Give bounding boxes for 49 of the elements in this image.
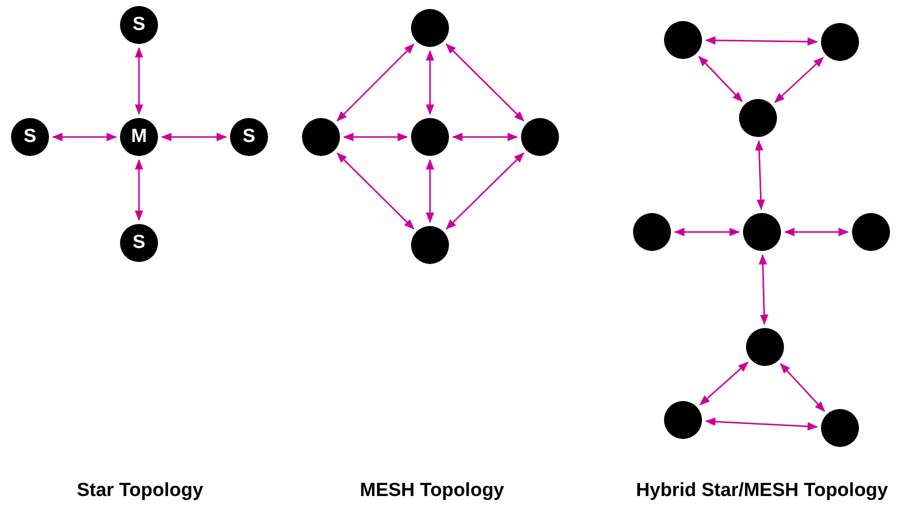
node-label: S bbox=[132, 14, 146, 36]
network-node bbox=[746, 328, 784, 366]
diagram-caption: MESH Topology bbox=[360, 480, 504, 502]
double-arrow bbox=[336, 44, 414, 122]
node-label: S bbox=[242, 126, 256, 148]
network-node bbox=[120, 118, 158, 156]
network-node bbox=[120, 224, 158, 262]
network-node bbox=[411, 226, 449, 264]
double-arrow bbox=[160, 132, 228, 142]
node-label: M bbox=[131, 126, 147, 148]
double-arrow bbox=[758, 254, 768, 326]
double-arrow bbox=[446, 152, 524, 230]
double-arrow bbox=[452, 132, 518, 142]
network-node bbox=[11, 118, 49, 156]
network-node bbox=[230, 118, 268, 156]
network-node bbox=[821, 23, 859, 61]
double-arrow bbox=[446, 43, 524, 122]
diagram-caption: Hybrid Star/MESH Topology bbox=[636, 480, 888, 502]
diagram-caption: Star Topology bbox=[76, 480, 204, 502]
network-node bbox=[852, 213, 890, 251]
network-node bbox=[664, 401, 702, 439]
network-node bbox=[521, 118, 559, 156]
double-arrow bbox=[426, 50, 434, 116]
network-node bbox=[664, 21, 702, 59]
double-arrow bbox=[674, 228, 740, 236]
double-arrow bbox=[426, 158, 434, 224]
network-node bbox=[633, 213, 671, 251]
node-label: S bbox=[132, 232, 146, 254]
double-arrow bbox=[774, 56, 824, 104]
double-arrow bbox=[134, 158, 144, 222]
network-node bbox=[411, 9, 449, 47]
network-node bbox=[743, 213, 781, 251]
node-label: S bbox=[24, 126, 36, 148]
double-arrow bbox=[704, 36, 818, 46]
network-node bbox=[302, 118, 340, 156]
double-arrow bbox=[134, 46, 144, 116]
double-arrow bbox=[784, 228, 850, 236]
network-node bbox=[120, 6, 158, 44]
double-arrow bbox=[704, 417, 818, 431]
double-arrow bbox=[342, 132, 408, 142]
double-arrow bbox=[754, 140, 766, 210]
double-arrow bbox=[52, 132, 118, 142]
double-arrow bbox=[698, 56, 743, 102]
network-node bbox=[821, 409, 859, 447]
double-arrow bbox=[780, 363, 826, 412]
double-arrow bbox=[699, 362, 749, 406]
network-node bbox=[739, 99, 777, 137]
double-arrow bbox=[336, 152, 414, 230]
network-node bbox=[411, 118, 449, 156]
